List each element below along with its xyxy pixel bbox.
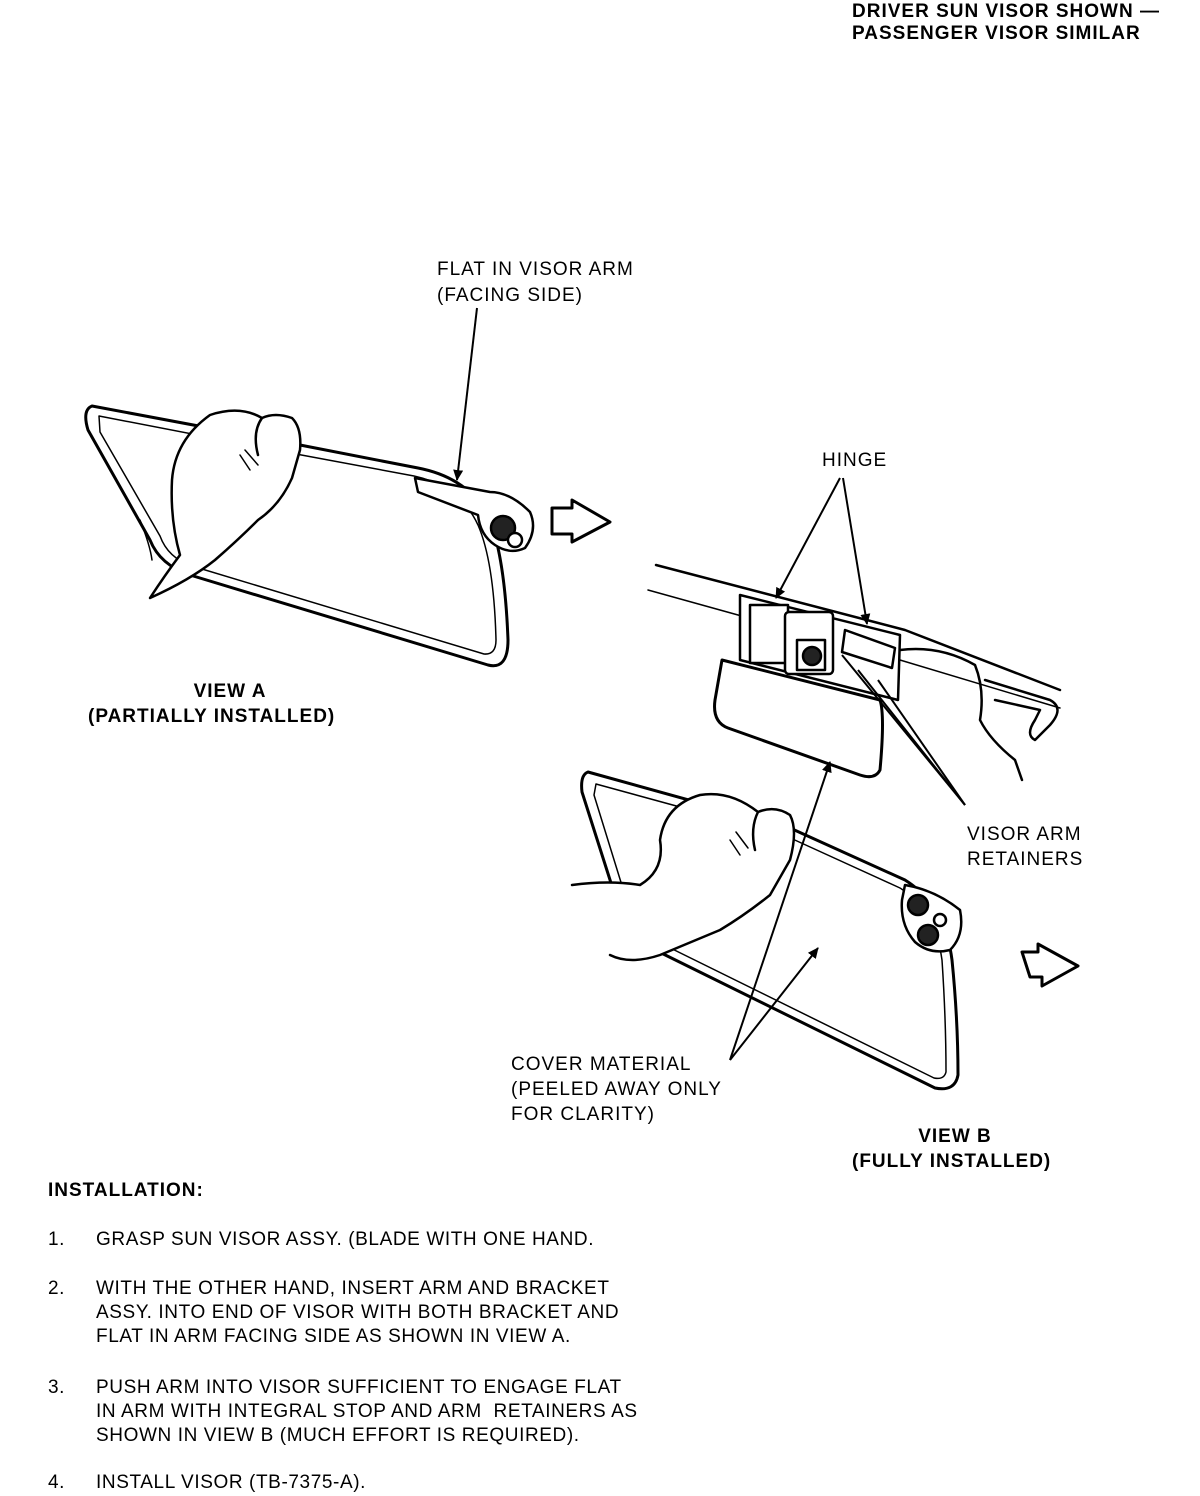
view-b-right-hand bbox=[898, 647, 1059, 782]
hinge-label: HINGE bbox=[822, 450, 888, 471]
flat-label-line-2: (FACING SIDE) bbox=[437, 285, 584, 306]
cover-label-line-3: FOR CLARITY) bbox=[511, 1104, 655, 1125]
view-a-arm-bracket bbox=[413, 476, 535, 553]
cover-label-line-2: (PEELED AWAY ONLY bbox=[511, 1079, 722, 1100]
step-number: 3. bbox=[48, 1377, 66, 1398]
view-b-label-line-2: (FULLY INSTALLED) bbox=[852, 1151, 1052, 1172]
retainer-leader-3 bbox=[877, 679, 966, 806]
step-number: 2. bbox=[48, 1278, 66, 1299]
view-b-label-line-1: VIEW B bbox=[918, 1126, 992, 1147]
step-text: INSTALL VISOR (TB-7375-A). bbox=[96, 1472, 367, 1493]
view-a-hand bbox=[139, 409, 302, 600]
cover-flap bbox=[713, 658, 884, 779]
retainers-label-line-1: VISOR ARM bbox=[967, 824, 1082, 845]
view-a-label-line-2: (PARTIALLY INSTALLED) bbox=[88, 706, 336, 727]
step-text: GRASP SUN VISOR ASSY. (BLADE WITH ONE HA… bbox=[96, 1229, 595, 1250]
cover-label-line-1: COVER MATERIAL bbox=[511, 1054, 692, 1075]
view-a-push-arrow bbox=[550, 498, 612, 544]
header-line-2: PASSENGER VISOR SIMILAR bbox=[852, 23, 1141, 44]
flat-label-line-1: FLAT IN VISOR ARM bbox=[437, 259, 634, 280]
view-a-label-line-1: VIEW A bbox=[193, 681, 267, 702]
step-text: PUSH ARM INTO VISOR SUFFICIENT TO ENGAGE… bbox=[96, 1377, 638, 1446]
step-number: 4. bbox=[48, 1472, 66, 1493]
view-b-push-arrow bbox=[1020, 942, 1080, 988]
retainers-label-line-2: RETAINERS bbox=[967, 849, 1084, 870]
cover-leader-1 bbox=[729, 761, 832, 1061]
installation-heading: INSTALLATION: bbox=[48, 1180, 204, 1201]
hinge-leader-left bbox=[775, 477, 841, 599]
retainer-leader-2 bbox=[857, 669, 966, 806]
cover-leader-2 bbox=[729, 947, 819, 1061]
header-line-1: DRIVER SUN VISOR SHOWN — bbox=[852, 1, 1160, 22]
flat-leader-line bbox=[453, 307, 478, 481]
step-number: 1. bbox=[48, 1229, 66, 1250]
roof-rail bbox=[647, 563, 1062, 709]
hinge-leader-right bbox=[842, 477, 871, 625]
sun-visor-installation-illustration bbox=[84, 307, 1080, 1091]
view-b-arm-bracket bbox=[900, 883, 963, 953]
step-text: WITH THE OTHER HAND, INSERT ARM AND BRAC… bbox=[96, 1278, 620, 1347]
view-b-hand bbox=[570, 792, 796, 962]
